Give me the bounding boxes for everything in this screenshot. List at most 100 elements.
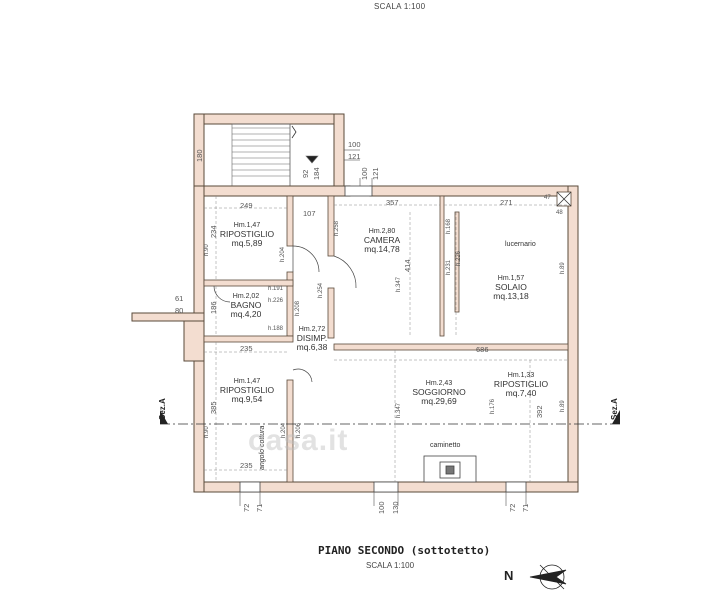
dim-label: 121 (348, 152, 361, 161)
dim-label: h.204 (280, 246, 286, 262)
dim-lines (204, 196, 568, 482)
room-solaio: Hm.1,57 SOLAIO mq.13,18 (493, 275, 528, 300)
room-bagno: Hm.2,02 BAGNO mq.4,20 (231, 293, 262, 318)
room-name: BAGNO (230, 300, 262, 310)
fireplace (423, 455, 477, 483)
north-arrow-icon (529, 564, 567, 590)
dim-label: h.89 (560, 400, 566, 412)
dim-label: 47 (544, 195, 551, 201)
dim-label: h.226 (268, 298, 284, 304)
stairs (231, 123, 319, 187)
dim-label: 186 (209, 301, 218, 314)
room-name: CAMERA (363, 235, 401, 245)
dim-label: 61 (175, 294, 184, 303)
dim-label: 92 (301, 169, 310, 178)
door-swings (213, 245, 357, 383)
room-area: mq.5,89 (231, 237, 263, 248)
room-name: SOLAIO (495, 282, 527, 292)
watermark-text: casa.it (248, 424, 349, 457)
dim-label: 107 (303, 209, 316, 218)
room-area: mq.4,20 (230, 308, 262, 319)
room-soggiorno: Hm.2,43 SOGGIORNO mq.29,69 (412, 380, 465, 405)
dim-label: h.188 (268, 326, 284, 332)
room-height: Hm.2,02 (232, 293, 260, 300)
room-area: mq.14,78 (364, 243, 400, 254)
dim-label: 180 (195, 149, 204, 162)
dim-label: 71 (521, 503, 530, 512)
dim-label: 414 (403, 259, 412, 272)
room-name: RIPOSTIGLIO (219, 385, 275, 395)
room-height: Hm.1,47 (233, 378, 261, 385)
dim-label: h.206 (296, 422, 302, 438)
room-name: RIPOSTIGLIO (219, 229, 275, 239)
dim-label: h.347 (396, 276, 402, 292)
section-mark-right: Sez.A (610, 398, 619, 420)
dim-label: 392 (535, 405, 544, 418)
north-label: N (504, 568, 514, 583)
top-scale-label: SCALA 1:100 (374, 2, 426, 11)
dim-label: 235 (240, 344, 253, 353)
dim-label: h.89 (560, 262, 566, 274)
dim-label: h.231 (446, 259, 452, 275)
dim-label: 234 (209, 225, 218, 238)
room-height: Hm.2,72 (298, 326, 326, 333)
outer-walls (131, 185, 579, 493)
dim-label: h.168 (446, 218, 452, 234)
dim-label: 71 (255, 503, 264, 512)
dim-label: 100 (377, 501, 386, 514)
section-mark-left: Sez.A (158, 398, 167, 420)
dim-label: 72 (508, 503, 517, 512)
windows (239, 185, 527, 493)
dim-label: 80 (175, 306, 184, 315)
dim-label: 385 (209, 401, 218, 414)
dim-label: h.204 (281, 422, 287, 438)
dim-label: 357 (386, 198, 399, 207)
dim-label: 249 (240, 201, 253, 210)
room-area: mq.29,69 (421, 395, 457, 406)
room-height: Hm.2,80 (368, 228, 396, 235)
room-height: Hm.1,33 (507, 372, 535, 379)
room-name: DISIMP. (296, 333, 328, 343)
dim-label: 686 (476, 345, 489, 354)
room-camera: Hm.2,80 CAMERA mq.14,78 (364, 228, 400, 253)
room-area: mq.7,40 (505, 387, 537, 398)
dim-label: h.191 (268, 286, 284, 292)
dim-label: h.90 (204, 426, 210, 438)
dim-label: 72 (242, 503, 251, 512)
room-ripostiglio-3: Hm.1,33 RIPOSTIGLIO mq.7,40 (494, 372, 548, 397)
room-area: mq.6,38 (296, 341, 328, 352)
dim-label: 100 (360, 167, 369, 180)
dim-label: 235 (240, 461, 253, 470)
room-height: Hm.1,47 (233, 222, 261, 229)
dim-label: h.226 (456, 250, 462, 266)
room-height: Hm.2,43 (425, 380, 453, 387)
plan-scale: SCALA 1:100 (366, 561, 415, 570)
dim-label: h.347 (396, 402, 402, 418)
room-ripostiglio-1: Hm.1,47 RIPOSTIGLIO mq.5,89 (220, 222, 274, 247)
dim-label: 130 (391, 501, 400, 514)
dim-label: 184 (312, 167, 321, 180)
lucernario-label: lucernario (505, 241, 536, 248)
bottom-dims (239, 492, 527, 506)
room-name: SOGGIORNO (412, 387, 466, 397)
top-dims (344, 149, 373, 186)
dim-label: 121 (371, 167, 380, 180)
dim-label: 271 (500, 198, 513, 207)
room-area: mq.13,18 (493, 290, 529, 301)
room-name: RIPOSTIGLIO (493, 379, 549, 389)
room-height: Hm.1,57 (497, 275, 525, 282)
interior-walls (203, 191, 572, 483)
dim-label: h.90 (204, 244, 210, 256)
dim-label: 100 (348, 140, 361, 149)
room-area: mq.9,54 (231, 393, 263, 404)
caminetto-label: caminetto (430, 442, 461, 449)
dim-label: h.176 (490, 398, 496, 414)
dim-label: h.254 (318, 282, 324, 298)
dim-label: h.208 (295, 300, 301, 316)
dim-label: h.258 (334, 220, 340, 236)
room-ripostiglio-2: Hm.1,47 RIPOSTIGLIO mq.9,54 (220, 378, 274, 403)
plan-title: PIANO SECONDO (sottotetto) (318, 544, 491, 557)
dim-label: 48 (556, 210, 563, 216)
room-disimpegno: Hm.2,72 DISIMP. mq.6,38 (297, 326, 328, 351)
